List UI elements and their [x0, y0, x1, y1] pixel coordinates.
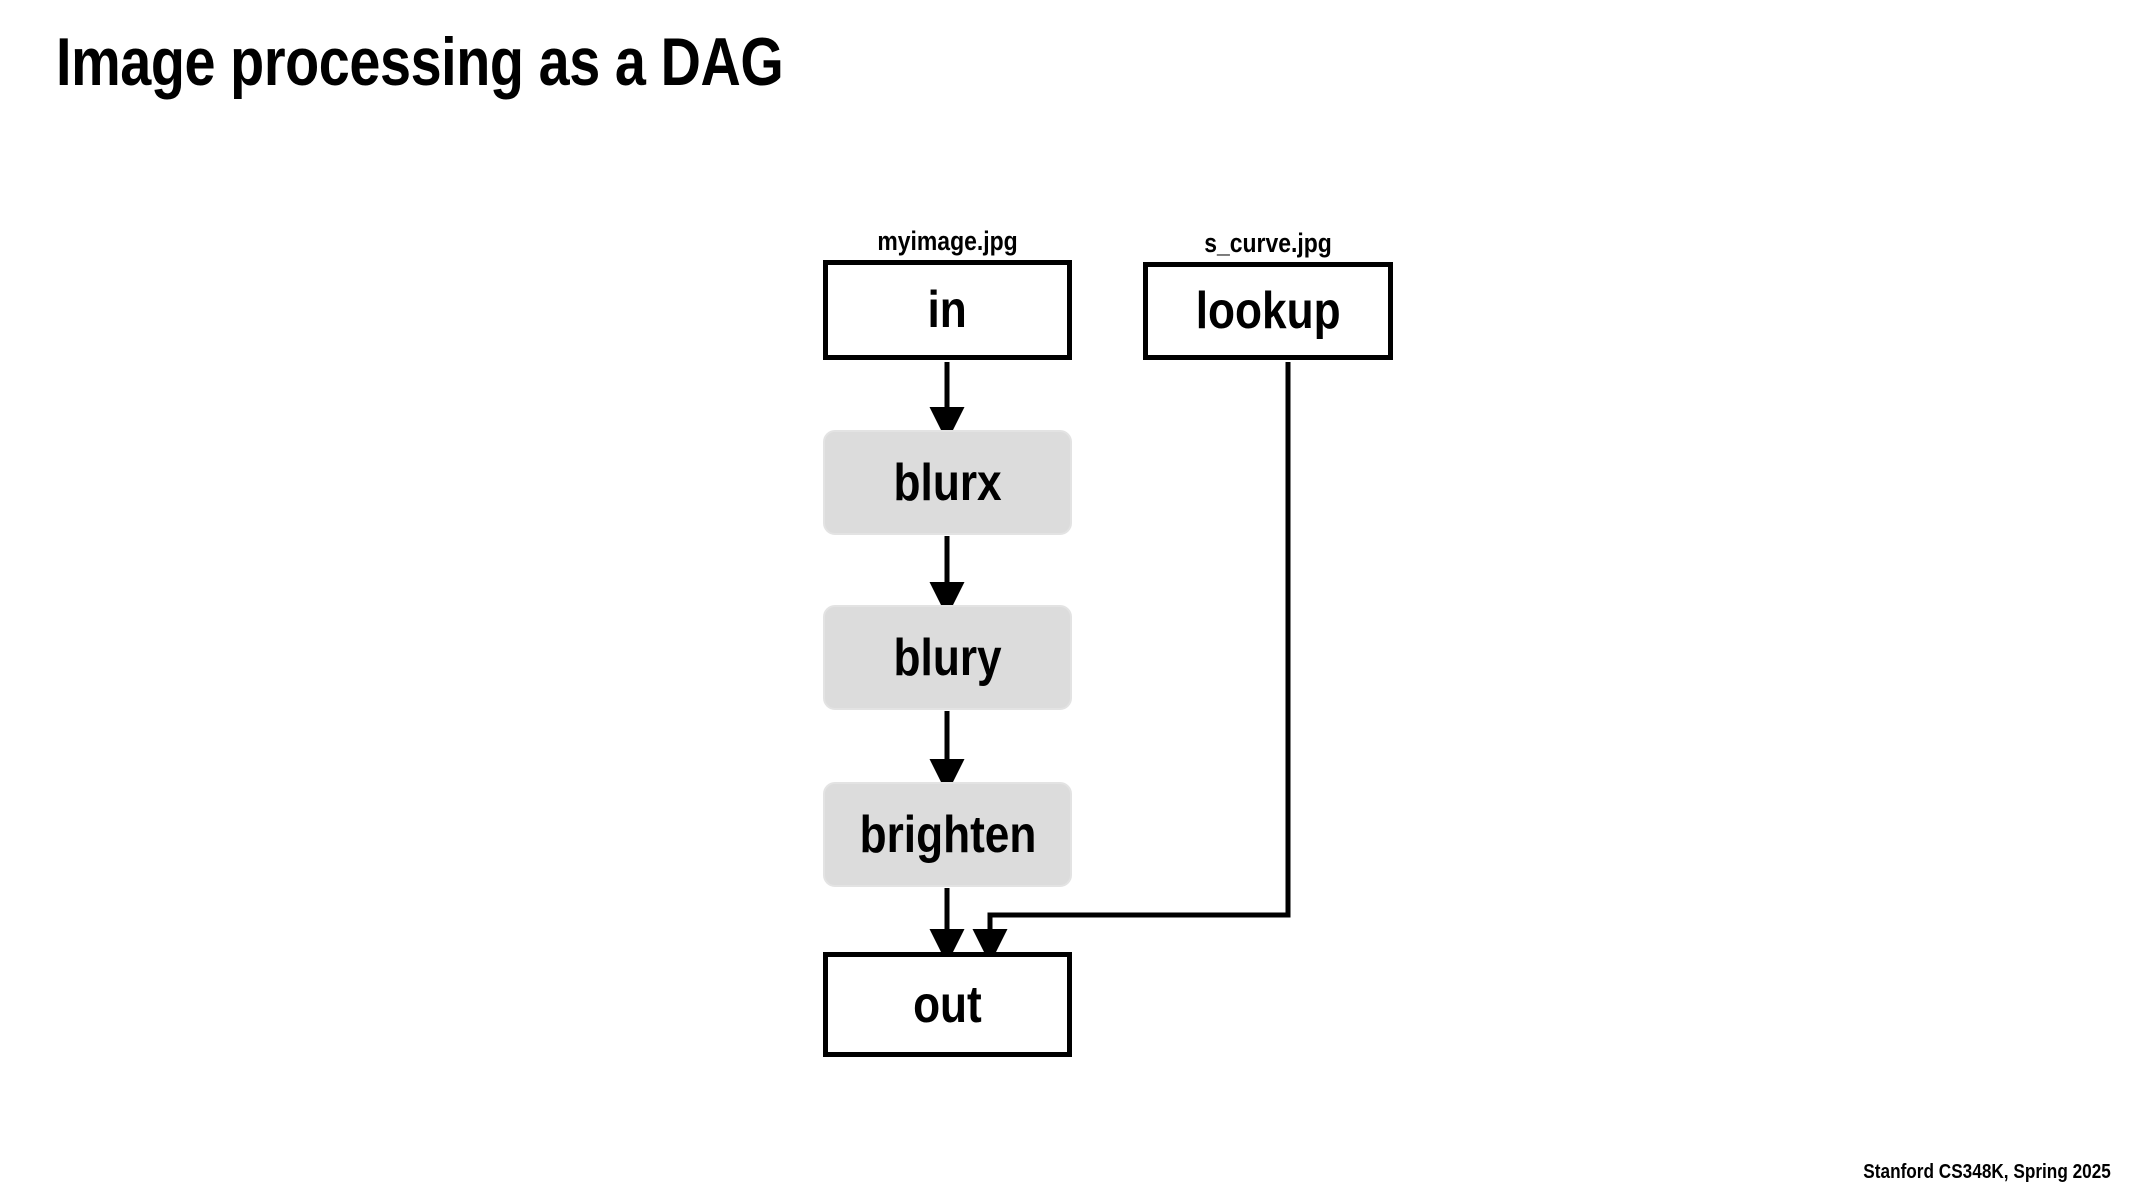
page-title: Image processing as a DAG	[56, 24, 784, 100]
node-lookup[interactable]: lookup	[1143, 262, 1393, 360]
node-blury[interactable]: blury	[823, 605, 1072, 710]
file-label-s-curve: s_curve.jpg	[1204, 228, 1332, 258]
node-brighten[interactable]: brighten	[823, 782, 1072, 887]
node-lookup-label: lookup	[1195, 282, 1341, 340]
node-out[interactable]: out	[823, 952, 1072, 1057]
node-brighten-label: brighten	[859, 805, 1036, 864]
node-blury-label: blury	[893, 628, 1002, 687]
node-in-label: in	[927, 281, 968, 339]
file-label-myimage: myimage.jpg	[877, 226, 1018, 256]
node-blurx-label: blurx	[893, 453, 1002, 512]
slide-footer: Stanford CS348K, Spring 2025	[1863, 1161, 2111, 1183]
node-in[interactable]: in	[823, 260, 1072, 360]
node-out-label: out	[913, 975, 982, 1034]
node-blurx[interactable]: blurx	[823, 430, 1072, 535]
